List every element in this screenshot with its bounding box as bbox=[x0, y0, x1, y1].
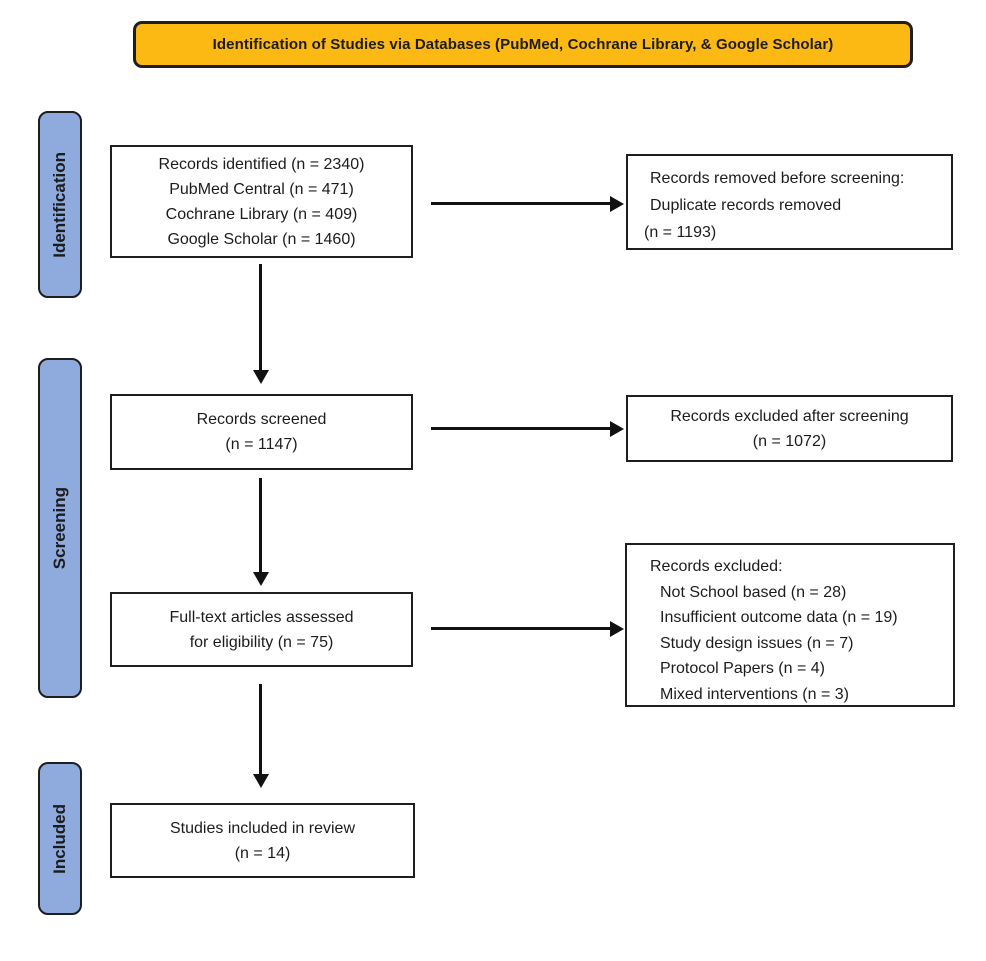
flow-box-records-screened: Records screened (n = 1147) bbox=[110, 394, 413, 470]
exclusion-box-excluded-fulltext: Records excluded: Not School based (n = … bbox=[625, 543, 955, 707]
stage-label-included: Included bbox=[38, 762, 82, 915]
box-line: (n = 14) bbox=[234, 844, 291, 862]
title-banner: Identification of Studies via Databases … bbox=[133, 21, 913, 68]
box-line: Full-text articles assessed bbox=[169, 608, 354, 626]
box-line: Records screened bbox=[196, 411, 327, 428]
box-heading: Records excluded: bbox=[650, 558, 783, 575]
box-line: (n = 1072) bbox=[752, 432, 827, 450]
arrow-right-fulltext-to-excluded bbox=[431, 627, 611, 630]
box-line: Not School based (n = 28) bbox=[660, 583, 847, 601]
stage-label-identification-text: Identification bbox=[50, 151, 69, 258]
exclusion-box-removed-before-screening: Records removed before screening: Duplic… bbox=[626, 154, 953, 250]
box-line: Google Scholar (n = 1460) bbox=[167, 230, 356, 248]
box-line: Insufficient outcome data (n = 19) bbox=[660, 609, 898, 626]
box-line: Records identified (n = 2340) bbox=[158, 155, 365, 173]
box-line: (n = 1193) bbox=[644, 224, 717, 241]
arrow-down-fulltext-to-included bbox=[259, 684, 262, 775]
flow-box-studies-included: Studies included in review (n = 14) bbox=[110, 803, 415, 878]
box-line: Records excluded after screening bbox=[670, 407, 909, 425]
box-line: Protocol Papers (n = 4) bbox=[660, 660, 825, 677]
box-line: PubMed Central (n = 471) bbox=[169, 180, 354, 198]
stage-label-screening: Screening bbox=[38, 358, 82, 698]
exclusion-box-excluded-after-screening: Records excluded after screening (n = 10… bbox=[626, 395, 953, 462]
arrow-right-identified-to-removed bbox=[431, 202, 611, 205]
arrow-down-identified-to-screened bbox=[259, 264, 262, 371]
box-line: Mixed interventions (n = 3) bbox=[660, 685, 849, 703]
title-banner-label: Identification of Studies via Databases … bbox=[212, 36, 834, 53]
box-line: Cochrane Library (n = 409) bbox=[165, 205, 358, 223]
arrow-down-screened-to-fulltext bbox=[259, 478, 262, 573]
stage-label-identification: Identification bbox=[38, 111, 82, 298]
box-line: Records removed before screening: bbox=[650, 170, 905, 187]
box-line: Studies included in review bbox=[170, 819, 355, 837]
box-line: (n = 1147) bbox=[225, 436, 298, 453]
box-line: Study design issues (n = 7) bbox=[660, 634, 854, 652]
flow-box-fulltext-assessed: Full-text articles assessed for eligibil… bbox=[110, 592, 413, 667]
box-line: Duplicate records removed bbox=[650, 197, 842, 214]
arrow-right-screened-to-excluded bbox=[431, 427, 611, 430]
stage-label-included-text: Included bbox=[50, 803, 69, 874]
flow-box-records-identified: Records identified (n = 2340) PubMed Cen… bbox=[110, 145, 413, 258]
stage-label-screening-text: Screening bbox=[50, 486, 69, 570]
box-line: for eligibility (n = 75) bbox=[189, 633, 334, 651]
